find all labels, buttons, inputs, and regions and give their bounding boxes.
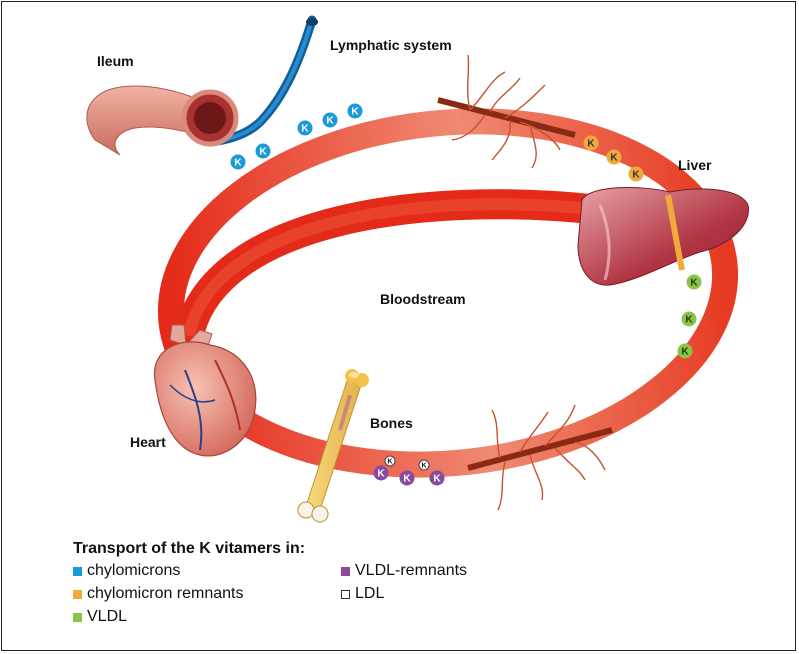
k-badge-purple-2: K (400, 471, 415, 486)
swatch-vldl-remnants (341, 567, 350, 576)
bones-label: Bones (370, 415, 413, 431)
k-badge-blue-3: K (298, 121, 313, 136)
ileum-illustration (87, 86, 236, 155)
k-badge-white-2: K (419, 460, 429, 470)
legend-grid: chylomicrons VLDL-remnants chylomicron r… (73, 560, 593, 628)
lymphatic-system-label: Lymphatic system (330, 37, 452, 53)
legend-label-vldl: VLDL (87, 608, 127, 626)
k-badge-green-1: K (687, 275, 702, 290)
legend-label-vldl-remnants: VLDL-remnants (355, 562, 467, 580)
legend-item-ldl: LDL (341, 583, 561, 605)
svg-text:K: K (632, 170, 640, 181)
k-badge-blue-2: K (256, 144, 271, 159)
legend-item-chylomicron-remnants: chylomicron remnants (73, 583, 341, 605)
swatch-vldl (73, 613, 82, 622)
swatch-chylomicron-remnants (73, 590, 82, 599)
legend: Transport of the K vitamers in: chylomic… (73, 540, 593, 628)
svg-text:K: K (351, 107, 359, 118)
svg-text:K: K (403, 474, 411, 485)
k-badge-blue-1: K (231, 155, 246, 170)
k-badge-orange-3: K (629, 167, 644, 182)
legend-label-ldl: LDL (355, 585, 384, 603)
svg-text:K: K (259, 147, 267, 158)
liver-label: Liver (678, 157, 711, 173)
legend-item-vldl-remnants: VLDL-remnants (341, 560, 561, 582)
svg-text:K: K (421, 463, 426, 470)
k-badge-green-2: K (682, 312, 697, 327)
k-badge-purple-1: K (374, 466, 389, 481)
swatch-ldl (341, 590, 350, 599)
legend-item-vldl: VLDL (73, 606, 341, 628)
svg-text:K: K (234, 158, 242, 169)
ileum-label: Ileum (97, 53, 134, 69)
k-badge-blue-4: K (323, 113, 338, 128)
bloodstream-label: Bloodstream (380, 291, 466, 307)
k-badge-white-1: K (385, 456, 395, 466)
svg-text:K: K (685, 315, 693, 326)
k-badge-blue-5: K (348, 104, 363, 119)
svg-text:K: K (690, 278, 698, 289)
svg-text:K: K (610, 153, 618, 164)
svg-text:K: K (433, 474, 441, 485)
legend-item-chylomicrons: chylomicrons (73, 560, 341, 582)
svg-text:K: K (387, 459, 392, 466)
heart-label: Heart (130, 434, 166, 450)
k-badge-orange-2: K (607, 150, 622, 165)
svg-text:K: K (377, 469, 385, 480)
legend-label-chylomicron-remnants: chylomicron remnants (87, 585, 244, 603)
k-badge-orange-1: K (584, 136, 599, 151)
svg-text:K: K (326, 116, 334, 127)
svg-text:K: K (587, 139, 595, 150)
k-badge-green-3: K (678, 344, 693, 359)
svg-text:K: K (681, 347, 689, 358)
k-badge-purple-3: K (430, 471, 445, 486)
legend-label-chylomicrons: chylomicrons (87, 562, 180, 580)
legend-title: Transport of the K vitamers in: (73, 540, 593, 558)
svg-text:K: K (301, 124, 309, 135)
swatch-chylomicrons (73, 567, 82, 576)
